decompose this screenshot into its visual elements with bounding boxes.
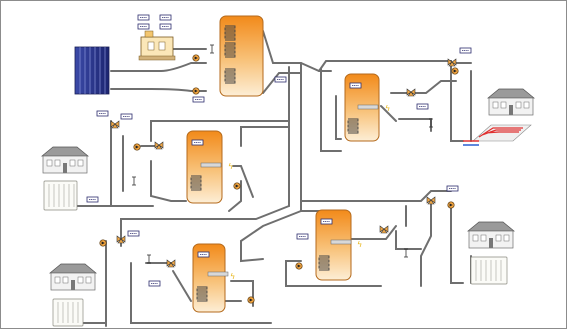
storage-tank-icon: ϟ (186, 130, 233, 204)
radiator-icon (52, 298, 84, 327)
house-icon (49, 263, 97, 291)
storage-tank-icon: ϟ (192, 243, 235, 313)
svg-text:ϟ: ϟ (385, 104, 390, 113)
valve-icon (110, 58, 457, 268)
house-icon (467, 221, 515, 249)
storage-tank-icon (219, 15, 264, 97)
svg-text:ϟ: ϟ (228, 162, 233, 171)
house-icon (487, 88, 535, 116)
solar-collector-icon (74, 46, 110, 95)
storage-tank-icon: ϟ (315, 209, 362, 281)
house-icon (41, 146, 89, 174)
storage-tank-icon: ϟ (344, 73, 390, 142)
pipe-network (76, 30, 472, 327)
svg-text:ϟ: ϟ (357, 240, 362, 249)
radiator-icon (470, 256, 508, 285)
radiator-icon (43, 180, 78, 211)
floor-heating-icon (463, 124, 532, 146)
svg-text:ϟ: ϟ (230, 272, 235, 281)
boiler-icon (138, 30, 176, 61)
